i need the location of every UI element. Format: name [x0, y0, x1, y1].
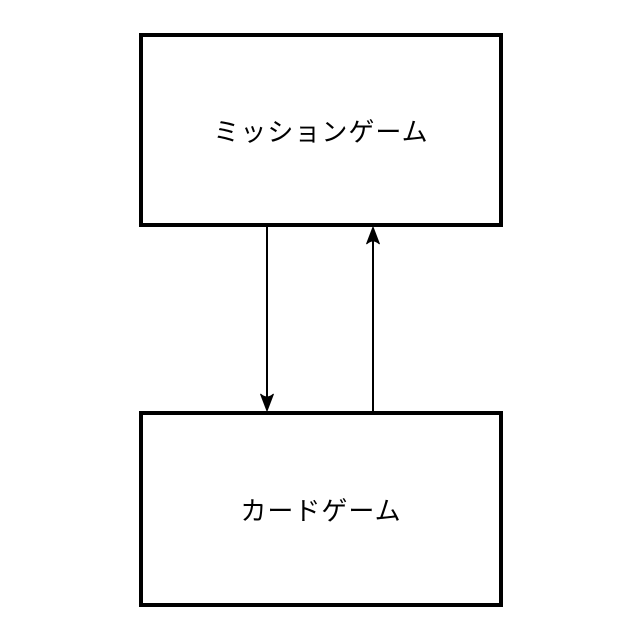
arrow-down [260, 227, 274, 413]
arrow-up [366, 225, 380, 411]
node-mission-game-label: ミッションゲーム [213, 116, 429, 147]
node-card-game: カードゲーム [139, 411, 503, 607]
node-mission-game: ミッションゲーム [139, 33, 503, 227]
node-card-game-label: カードゲーム [240, 495, 402, 526]
